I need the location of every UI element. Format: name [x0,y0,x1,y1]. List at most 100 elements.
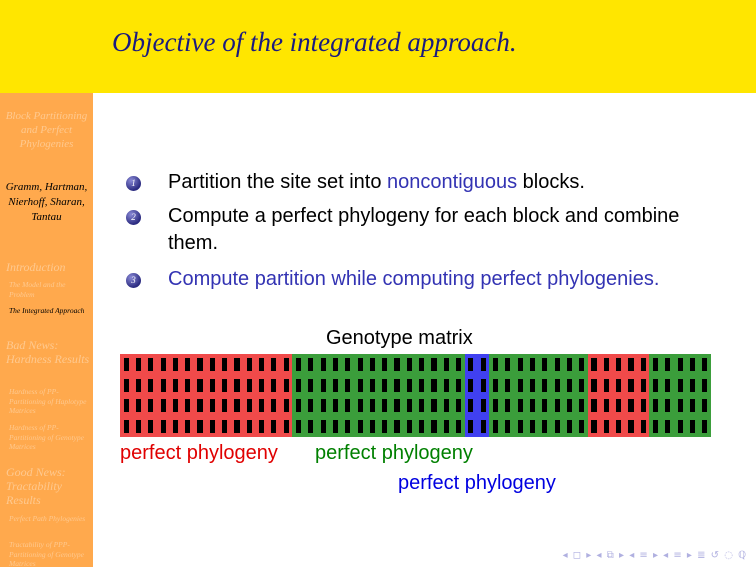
matrix-cell [369,420,375,434]
matrix-cell [382,378,388,392]
matrix-cell [542,399,548,413]
sidebar-item-tractability-ppp[interactable]: Tractability of PPP-Partitioning of Geno… [9,540,84,568]
matrix-cell [628,378,634,392]
matrix-cell [259,420,265,434]
bullet-text-part: Compute a perfect phylogeny for each blo… [168,205,680,254]
matrix-cell [419,357,425,371]
matrix-cell [628,357,634,371]
matrix-cell [209,357,215,371]
matrix-cell [234,399,240,413]
matrix-cell [209,378,215,392]
matrix-cell [308,378,314,392]
matrix-cell [271,399,277,413]
sidebar-section-good-news[interactable]: Good News: Tractability Results [6,465,66,507]
matrix-cell [554,378,560,392]
matrix-cell [616,378,622,392]
sidebar-item-perfect-path[interactable]: Perfect Path Phylogenies [9,514,86,523]
matrix-cell [579,420,585,434]
matrix-cell [628,420,634,434]
matrix-cell [702,420,708,434]
matrix-cell [579,399,585,413]
header-corner [0,0,93,93]
matrix-cell [135,399,142,413]
matrix-cell [689,357,696,371]
sidebar-section-bad-news[interactable]: Bad News: Hardness Results [6,338,90,366]
matrix-cell [665,399,671,413]
matrix-cell [246,420,252,434]
perfect-phylogeny-label-green: perfect phylogeny [315,442,473,464]
matrix-cell [123,420,129,434]
matrix-cell [259,357,265,371]
matrix-cell [320,420,326,434]
matrix-cell [222,378,228,392]
matrix-cell [172,378,178,392]
matrix-cell [665,420,671,434]
matrix-cell [406,357,412,371]
genotype-matrix-title: Genotype matrix [326,327,473,349]
matrix-cell [308,420,314,434]
matrix-cell [209,420,215,434]
matrix-cell [419,399,425,413]
matrix-cell [517,420,523,434]
matrix-cell [148,378,154,392]
matrix-cell [653,378,659,392]
matrix-cell [172,357,178,371]
matrix-cell [677,378,683,392]
matrix-block [649,354,711,437]
matrix-cell [197,357,203,371]
matrix-cell [616,357,622,371]
bullet-highlight: Compute partition while computing perfec… [168,268,660,290]
matrix-cell [135,357,142,371]
matrix-cell [160,420,166,434]
matrix-cell [566,399,572,413]
matrix-block [587,354,650,437]
sidebar-item-hardness-haplotype[interactable]: Hardness of PP-Partitioning of Haplotype… [9,387,87,415]
matrix-cell [357,378,363,392]
matrix-cell [468,399,474,413]
matrix-cell [160,378,166,392]
matrix-cell [394,420,400,434]
matrix-cell [160,399,166,413]
matrix-cell [394,378,400,392]
matrix-cell [357,420,363,434]
matrix-cell [123,399,129,413]
matrix-cell [406,378,412,392]
matrix-cell [640,378,646,392]
matrix-cell [665,357,671,371]
matrix-cell [640,399,646,413]
matrix-block [489,354,588,437]
matrix-cell [185,378,191,392]
matrix-cell [456,357,462,371]
sidebar-item-integrated-approach[interactable]: The Integrated Approach [9,306,85,315]
bullet-number-icon: 3 [126,273,141,288]
sidebar-item-model-problem[interactable]: The Model and the Problem [9,280,66,299]
matrix-cell [197,378,203,392]
matrix-cell [345,357,351,371]
matrix-cell [517,378,523,392]
matrix-cell [222,357,228,371]
matrix-cell [591,357,597,371]
bullet-highlight: noncontiguous [387,171,518,193]
sidebar-item-hardness-genotype[interactable]: Hardness of PP-Partitioning of Genotype … [9,423,84,451]
matrix-cell [689,399,696,413]
matrix-cell [554,357,560,371]
matrix-cell [653,357,659,371]
matrix-cell [185,420,191,434]
matrix-cell [443,357,449,371]
matrix-cell [160,357,166,371]
matrix-cell [369,357,375,371]
matrix-cell [640,420,646,434]
sidebar-section-introduction[interactable]: Introduction [6,260,66,274]
matrix-cell [345,420,351,434]
matrix-cell [702,399,708,413]
matrix-cell [185,399,191,413]
sidebar-presentation-title[interactable]: Block Partitioning and Perfect Phylogeni… [5,110,88,150]
matrix-cell [480,357,486,371]
genotype-matrix [120,354,711,437]
matrix-cell [640,357,646,371]
slide-content: 1 Partition the site set into noncontigu… [93,93,756,567]
matrix-cell [566,357,572,371]
beamer-navigation-icons[interactable]: ◂ ◻ ▸ ◂ ⧉ ▸ ◂ ≡ ▸ ◂ ≡ ▸ ≣ ↺ ◌ ℚ [562,550,747,561]
matrix-cell [554,399,560,413]
matrix-cell [148,357,154,371]
